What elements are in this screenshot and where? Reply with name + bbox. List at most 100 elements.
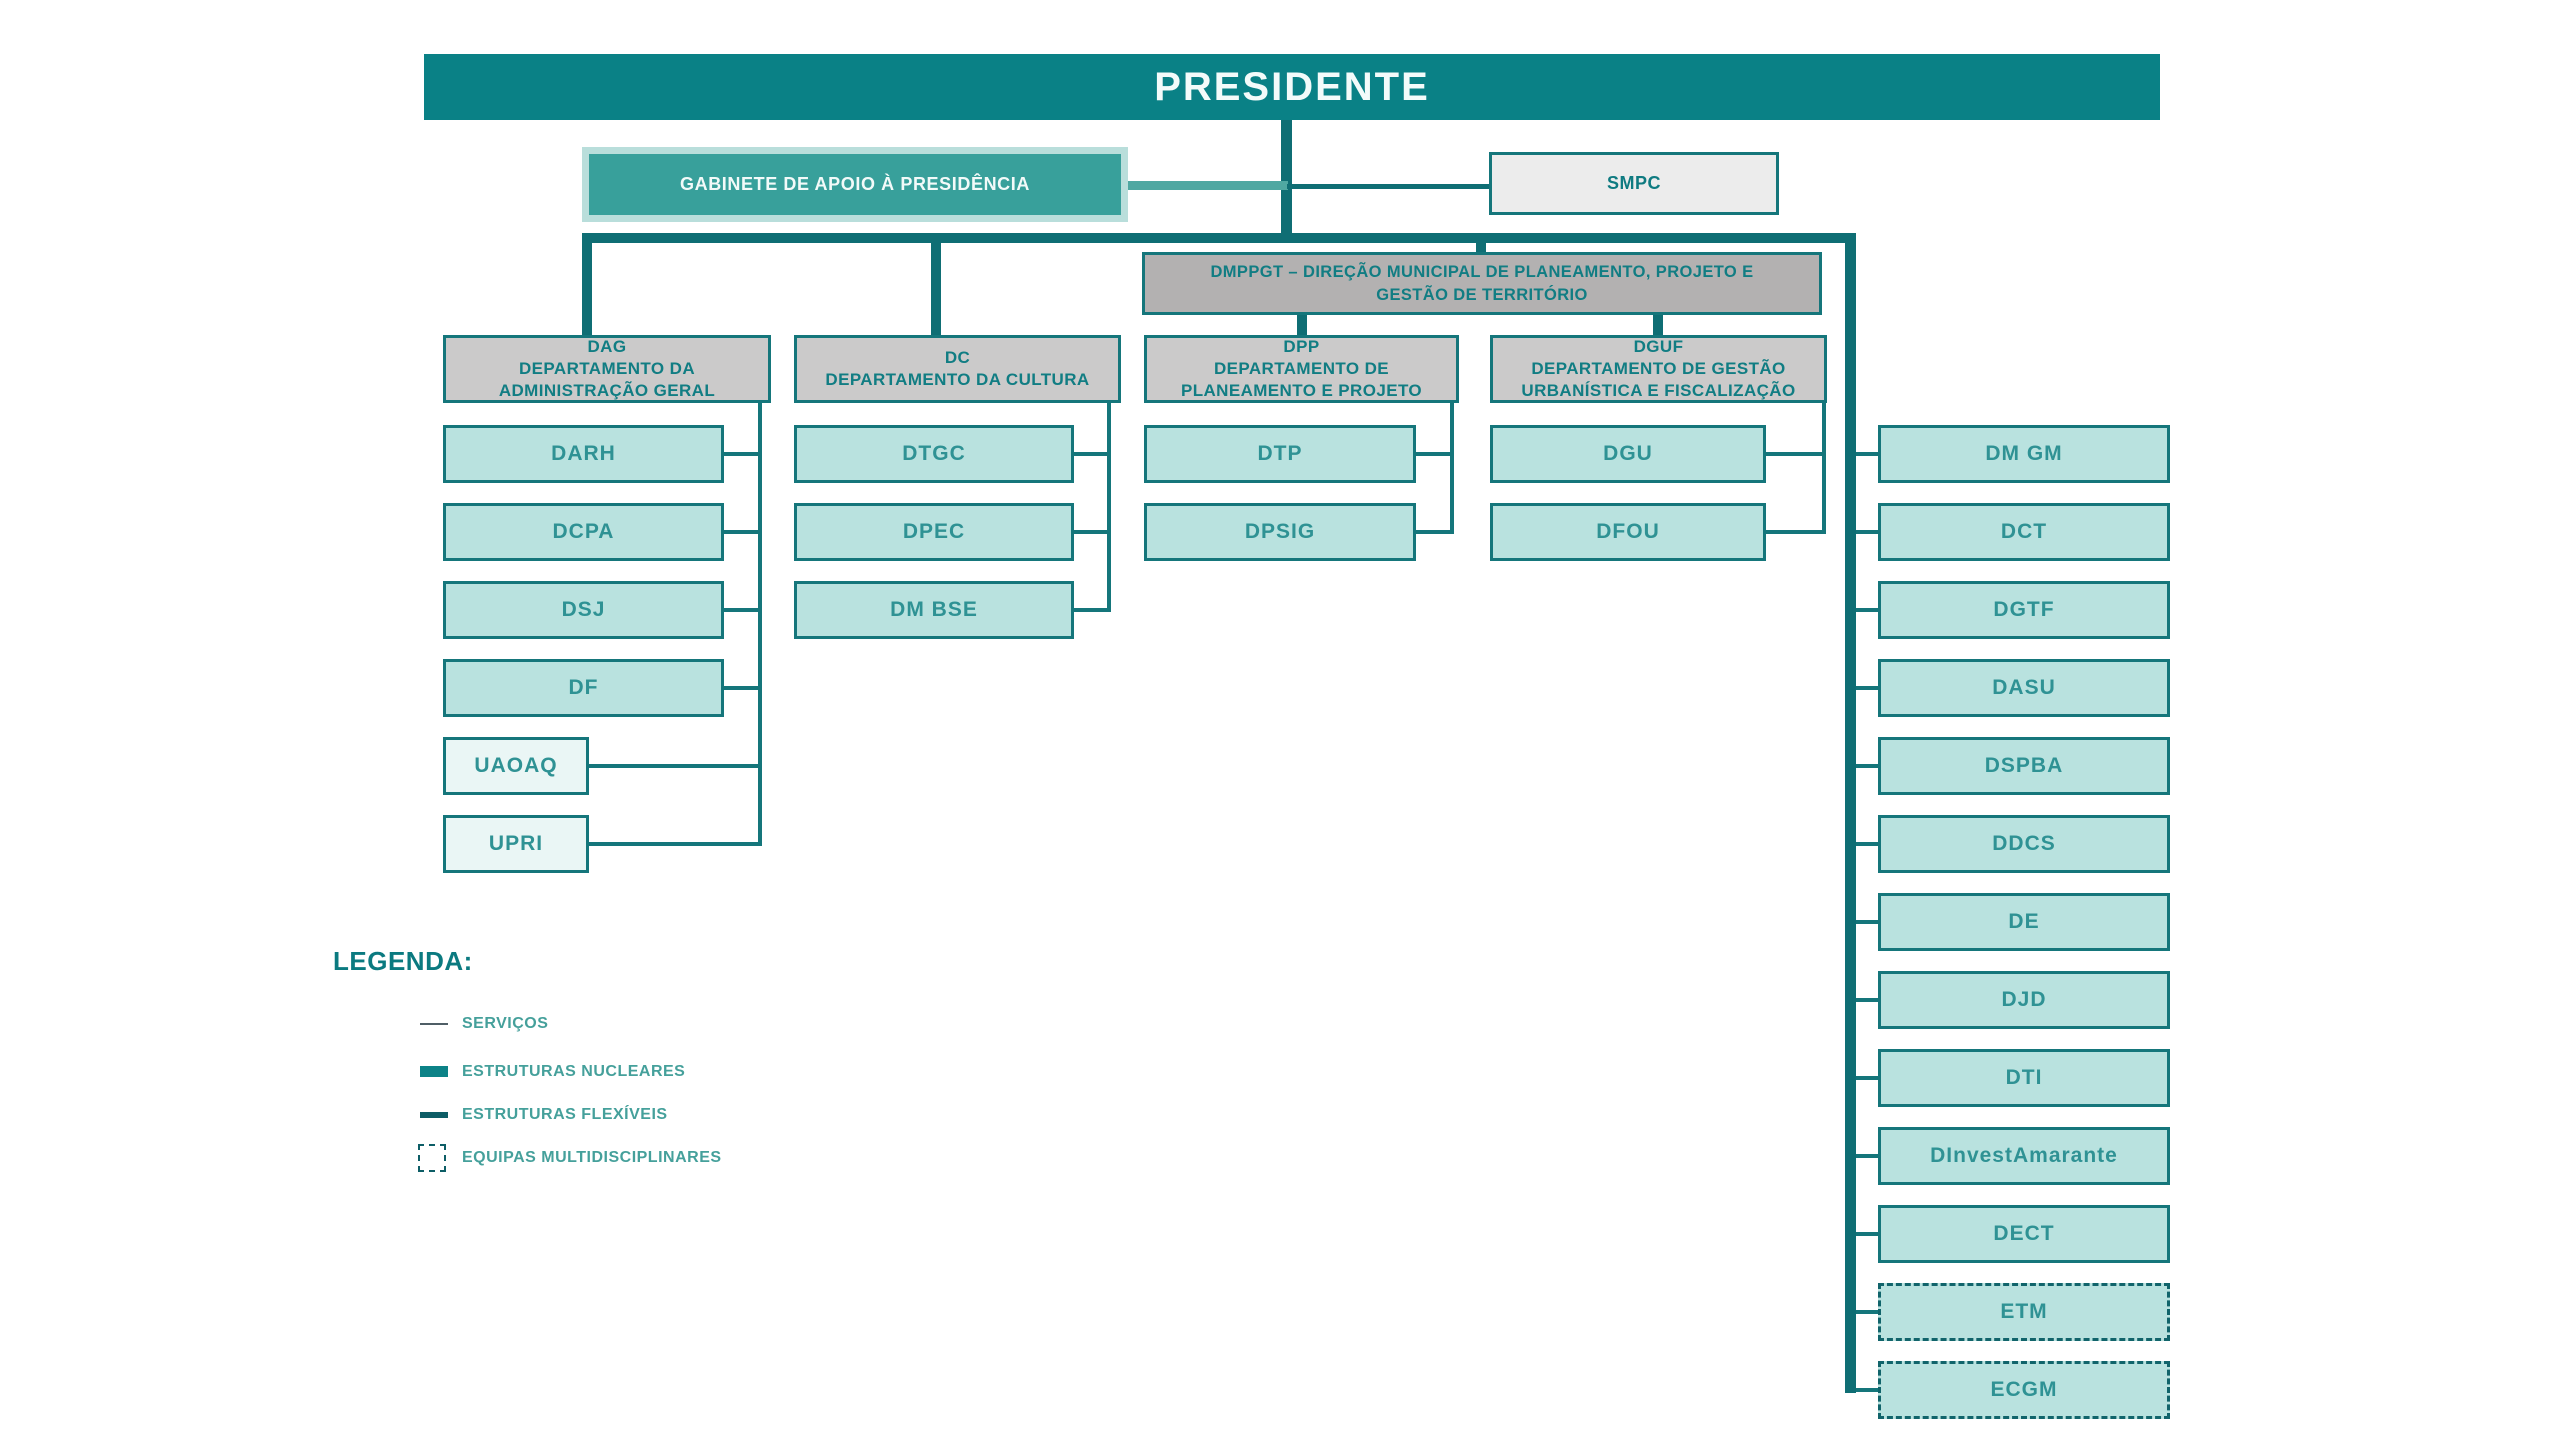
org-unit-dsj-label: DSJ (561, 598, 606, 621)
legend-label-equipas: EQUIPAS MULTIDISCIPLINARES (462, 1149, 722, 1166)
dept-dpp-line2: DEPARTAMENTO DE (1213, 358, 1390, 378)
org-unit-dspba: DSPBA (1878, 737, 2170, 795)
org-unit-dspba-label: DSPBA (1984, 754, 2064, 777)
org-unit-dgu: DGU (1490, 425, 1766, 483)
connector-drop-dc (931, 233, 941, 336)
org-unit-df-label: DF (568, 676, 599, 699)
org-unit-dmgm: DM GM (1878, 425, 2170, 483)
dept-dpp-line3: PLANEAMENTO E PROJETO (1180, 381, 1423, 401)
org-unit-dpsig: DPSIG (1144, 503, 1416, 561)
legend-label-servicos: SERVIÇOS (462, 1015, 549, 1032)
org-unit-ecgm: ECGM (1878, 1361, 2170, 1419)
org-unit-ecgm-label: ECGM (1990, 1378, 2058, 1401)
org-unit-dmbse-label: DM BSE (890, 598, 978, 621)
dept-header-dguf: DGUF DEPARTAMENTO DE GESTÃO URBANÍSTICA … (1490, 335, 1827, 403)
dept-header-dag: DAG DEPARTAMENTO DA ADMINISTRAÇÃO GERAL (443, 335, 771, 403)
org-unit-dfou-label: DFOU (1596, 520, 1660, 543)
smpc-box: SMPC (1489, 152, 1779, 215)
connector-stub (1416, 452, 1450, 456)
org-unit-df: DF (443, 659, 724, 717)
org-unit-etm: ETM (1878, 1283, 2170, 1341)
connector-drop-dag (582, 233, 592, 336)
connector-president-drop (1281, 120, 1292, 235)
president-banner: PRESIDENTE (424, 54, 2160, 120)
connector-stub (1856, 1076, 1878, 1080)
org-unit-dpsig-label: DPSIG (1244, 520, 1316, 543)
connector-stub (1856, 1310, 1878, 1314)
org-unit-dtp: DTP (1144, 425, 1416, 483)
org-unit-darh-label: DARH (551, 442, 616, 465)
org-unit-dinvestamarante: DInvestAmarante (1878, 1127, 2170, 1185)
connector-stub (1856, 452, 1878, 456)
org-unit-ddcs: DDCS (1878, 815, 2170, 873)
connector-stub (1856, 998, 1878, 1002)
connector-dc-spine (1107, 403, 1111, 612)
org-unit-djd-label: DJD (2001, 988, 2047, 1011)
connector-stub (724, 452, 760, 456)
org-unit-dgtf-label: DGTF (1993, 598, 2055, 621)
connector-stub (724, 530, 760, 534)
smpc-label: SMPC (1606, 173, 1661, 193)
connector-distribution (582, 233, 1856, 243)
org-unit-dct-label: DCT (2000, 520, 2048, 543)
connector-stub (589, 764, 760, 768)
connector-stub (1856, 1154, 1878, 1158)
org-unit-ddcs-label: DDCS (1992, 832, 2056, 855)
connector-smpc (1287, 184, 1491, 189)
dept-dpp-acronym: DPP (1283, 336, 1320, 356)
org-unit-dasu: DASU (1878, 659, 2170, 717)
dmppgt-box: DMPPGT – DIREÇÃO MUNICIPAL DE PLANEAMENT… (1142, 252, 1822, 315)
org-unit-dti-label: DTI (2005, 1066, 2043, 1089)
org-unit-de: DE (1878, 893, 2170, 951)
connector-stub (1856, 842, 1878, 846)
connector-drop-dguf (1653, 313, 1663, 336)
connector-stub (1074, 530, 1107, 534)
connector-gabinete (1118, 181, 1288, 190)
dept-header-dpp: DPP DEPARTAMENTO DE PLANEAMENTO E PROJET… (1144, 335, 1459, 403)
org-unit-dmgm-label: DM GM (1985, 442, 2063, 465)
org-unit-dti: DTI (1878, 1049, 2170, 1107)
dept-dc-acronym: DC (944, 347, 971, 367)
connector-drop-dpp (1297, 313, 1307, 336)
connector-stub (1856, 920, 1878, 924)
dept-dag-line3: ADMINISTRAÇÃO GERAL (498, 381, 716, 401)
gabinete-box-inner: GABINETE DE APOIO À PRESIDÊNCIA (589, 154, 1121, 215)
org-unit-uaoaq: UAOAQ (443, 737, 589, 795)
dept-dguf-line3: URBANÍSTICA E FISCALIZAÇÃO (1521, 381, 1796, 401)
legend-swatch-flexiveis (420, 1112, 448, 1118)
dept-dguf-acronym: DGUF (1633, 336, 1684, 356)
legend-label-nucleares: ESTRUTURAS NUCLEARES (462, 1063, 686, 1080)
connector-stub (1856, 608, 1878, 612)
connector-dpp-spine (1450, 403, 1454, 534)
dept-dag-line2: DEPARTAMENTO DA (519, 358, 695, 378)
connector-stub (1856, 530, 1878, 534)
dept-dc-line2: DEPARTAMENTO DA CULTURA (825, 370, 1090, 389)
dmppgt-label-line2: GESTÃO DE TERRITÓRIO (1376, 285, 1588, 304)
org-unit-upri-label: UPRI (488, 832, 544, 855)
president-banner-label: PRESIDENTE (1154, 64, 1430, 109)
connector-stub (1074, 608, 1107, 612)
dept-header-dc: DC DEPARTAMENTO DA CULTURA (794, 335, 1121, 403)
org-unit-dtp-label: DTP (1257, 442, 1303, 465)
dmppgt-label-line1: DMPPGT – DIREÇÃO MUNICIPAL DE PLANEAMENT… (1210, 263, 1754, 282)
dept-dag-acronym: DAG (587, 336, 627, 356)
org-unit-dgtf: DGTF (1878, 581, 2170, 639)
org-unit-dct: DCT (1878, 503, 2170, 561)
legend-swatch-equipas (418, 1144, 446, 1172)
org-unit-etm-label: ETM (2000, 1300, 2048, 1323)
connector-drop-dmppgt (1476, 233, 1486, 255)
org-unit-dpec: DPEC (794, 503, 1074, 561)
connector-stub (1856, 1388, 1878, 1392)
connector-right-spine (1845, 233, 1856, 1393)
org-unit-dect: DECT (1878, 1205, 2170, 1263)
connector-stub (1074, 452, 1107, 456)
connector-stub (1856, 764, 1878, 768)
gabinete-label: GABINETE DE APOIO À PRESIDÊNCIA (680, 174, 1030, 194)
org-unit-upri: UPRI (443, 815, 589, 873)
org-unit-de-label: DE (2008, 910, 2040, 933)
org-unit-dgu-label: DGU (1603, 442, 1653, 465)
org-unit-dect-label: DECT (1993, 1222, 2055, 1245)
legend-swatch-servicos (420, 1023, 448, 1025)
org-unit-dcpa: DCPA (443, 503, 724, 561)
connector-stub (724, 608, 760, 612)
